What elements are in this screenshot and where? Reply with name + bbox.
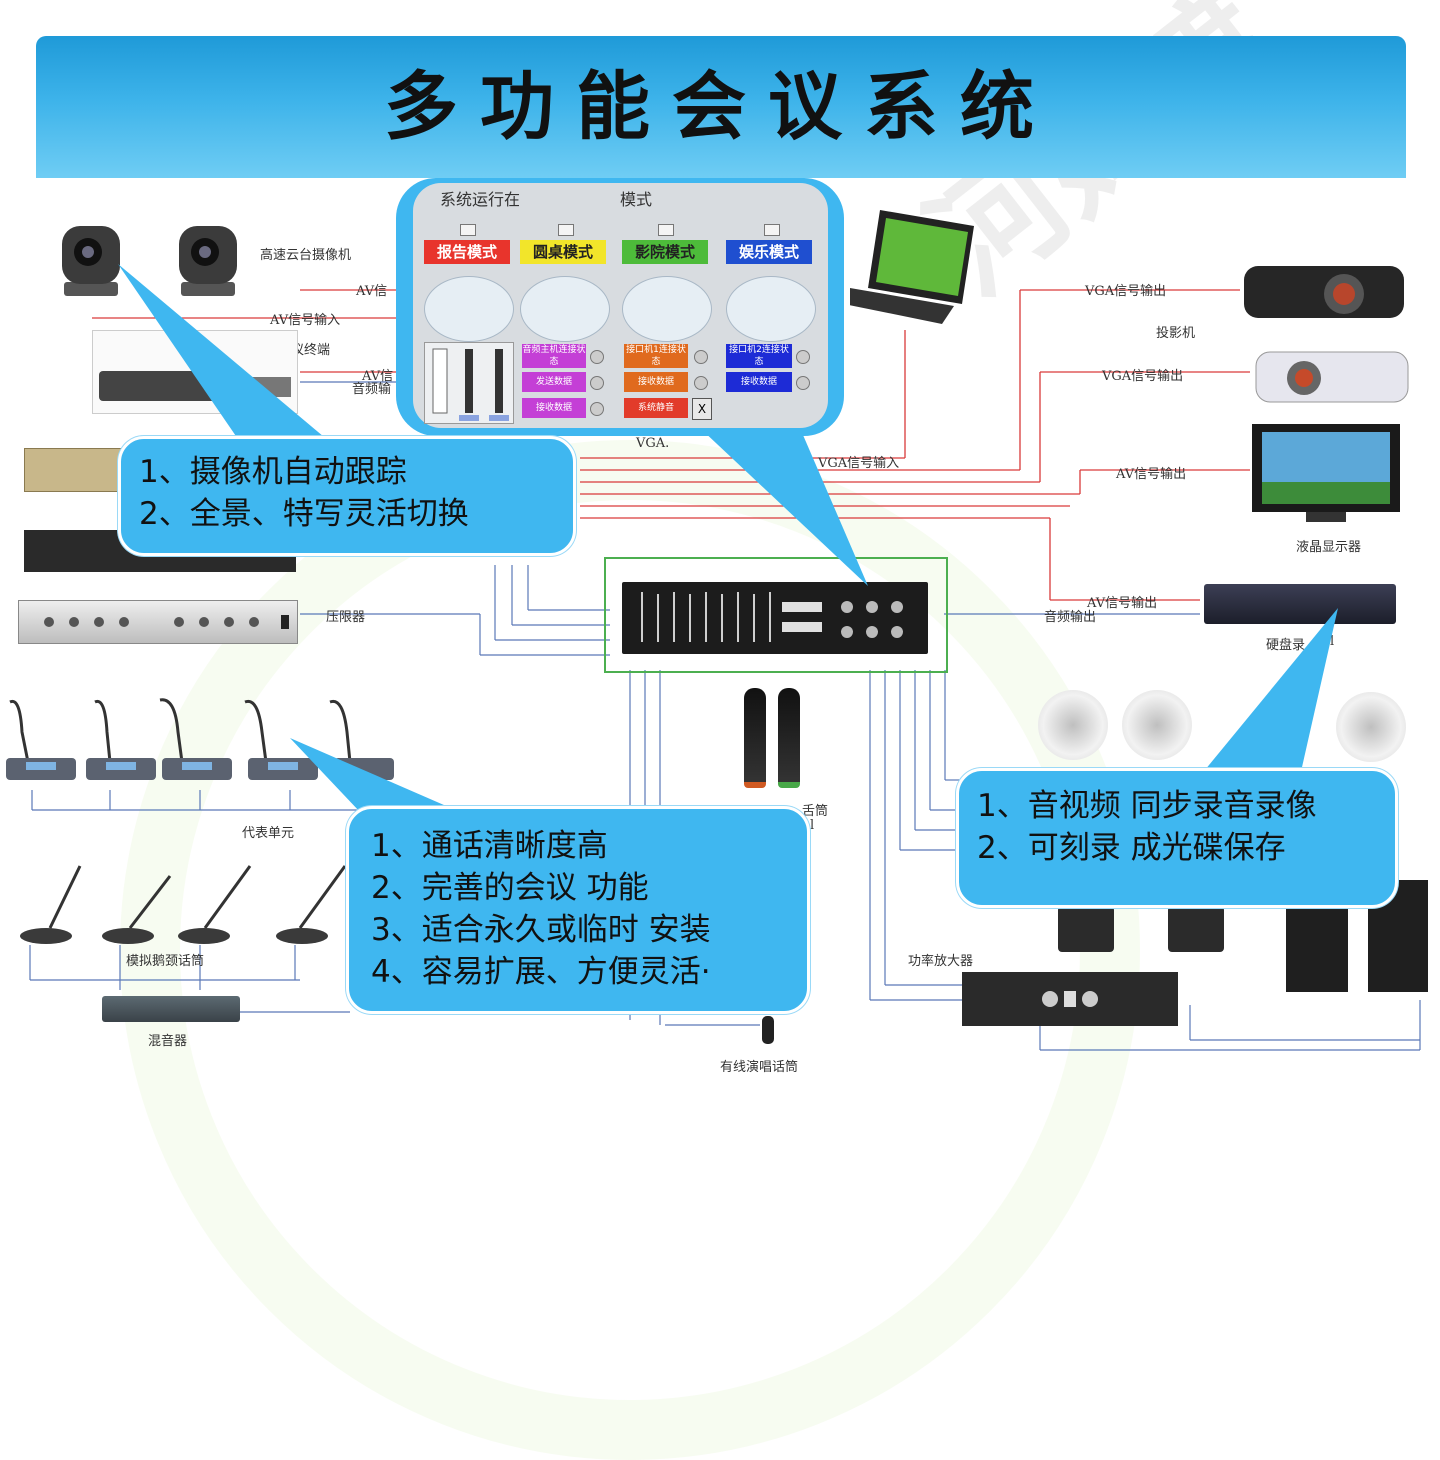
status-led: [796, 350, 810, 364]
label-power-amp: 功率放大器: [908, 954, 974, 969]
limiter-device: [18, 600, 298, 644]
pa-speaker-icon: [1286, 908, 1348, 992]
power-amplifier-device: [962, 972, 1178, 1026]
seating-layout-report: [424, 276, 514, 342]
projector-1-icon: [1240, 254, 1410, 324]
label-ptz-camera: 高速云台摄像机: [260, 248, 352, 263]
status-led: [796, 376, 810, 390]
callout-recorder-line-2: 2、可刻录 成光碟保存: [977, 830, 1286, 866]
mode-panel-header-left: 系统运行在: [440, 190, 521, 209]
slide-title: 多功能会议系统: [384, 64, 1056, 150]
label-wired-mic: 有线演唱话筒: [720, 1060, 799, 1075]
mode-button-report[interactable]: 报告模式: [424, 240, 510, 264]
callout-recorder: 1、音视频 同步录音录像 2、可刻录 成光碟保存: [956, 768, 1398, 908]
level-meters: [424, 342, 514, 424]
audio-matrix-device: [622, 582, 928, 654]
wired-mic-icon: [762, 1016, 774, 1044]
mode-button-cinema[interactable]: 影院模式: [622, 240, 708, 264]
status-led: [590, 376, 604, 390]
wireless-mic-icon: [778, 688, 800, 788]
label-audio-output: 音频输出: [1044, 610, 1097, 625]
callout-delegate-line-3: 3、适合永久或临时 安装: [371, 912, 711, 948]
label-vga-output-2: VGA信号输出: [1102, 369, 1184, 384]
callout-delegate-line-1: 1、通话清晰度高: [371, 828, 608, 864]
label-av-out-short: AV信: [362, 369, 394, 384]
mode-indicator: [764, 224, 780, 236]
label-vga-short: VGA.: [636, 436, 670, 451]
label-vga-output-1: VGA信号输出: [1085, 284, 1167, 299]
label-gooseneck-mic: 模拟鹅颈话筒: [126, 954, 205, 969]
seating-layout-roundtable: [520, 276, 610, 342]
status-led: [590, 402, 604, 416]
ceiling-speaker-icon: [1336, 692, 1406, 762]
callout-camera-line-2: 2、全景、特写灵活切换: [139, 496, 469, 532]
mode-button-entertainment[interactable]: 娱乐模式: [726, 240, 812, 264]
label-av-output-2: AV信号输出: [1087, 596, 1158, 611]
status-led: [694, 376, 708, 390]
label-wireless-frag-2: l: [810, 818, 815, 833]
callout-delegate-line-2: 2、完善的会议 功能: [371, 870, 649, 906]
label-dvr: 硬盘录: [1266, 638, 1306, 653]
ptz-camera-1-icon: [58, 222, 124, 298]
mode-indicator: [460, 224, 476, 236]
mode-panel-header-right: 模式: [620, 190, 653, 209]
status-led: [694, 350, 708, 364]
label-wireless-frag-1: 舌筒: [802, 804, 829, 819]
label-vga-input: VGA信号输入: [818, 456, 900, 471]
laptop-icon: [844, 206, 978, 324]
callout-delegate: 1、通话清晰度高 2、完善的会议 功能 3、适合永久或临时 安装 4、容易扩展、…: [346, 806, 810, 1014]
mode-indicator: [658, 224, 674, 236]
mixer-device: [102, 996, 240, 1022]
status-button[interactable]: 接收数据: [726, 372, 792, 392]
gooseneck-mics-icon: [10, 862, 350, 948]
callout-delegate-line-4: 4、容易扩展、方便灵活·: [371, 954, 711, 990]
label-audio-out-short: 音频输: [352, 382, 392, 397]
delegate-units-icon: [0, 692, 400, 792]
ceiling-speaker-icon: [1122, 690, 1192, 760]
lcd-display-icon: [1252, 424, 1400, 524]
callout-camera-line-1: 1、摄像机自动跟踪: [139, 454, 407, 490]
label-av-input: AV信号输入: [270, 313, 341, 328]
mode-button-roundtable[interactable]: 圆桌模式: [520, 240, 606, 264]
label-mixer: 混音器: [148, 1034, 188, 1049]
title-banner: [36, 36, 1406, 178]
label-av-output-1: AV信号输出: [1116, 467, 1187, 482]
label-dvr-tail: l: [1330, 634, 1335, 649]
close-icon[interactable]: X: [692, 398, 712, 420]
status-button[interactable]: 接口机2连接状态: [726, 344, 792, 368]
status-button[interactable]: 接收数据: [624, 372, 688, 392]
label-delegate-unit: 代表单元: [242, 826, 295, 841]
status-button[interactable]: 发送数据: [522, 372, 586, 392]
seating-layout-cinema: [622, 276, 712, 342]
ceiling-speaker-icon: [1038, 690, 1108, 760]
callout-camera: 1、摄像机自动跟踪 2、全景、特写灵活切换: [118, 436, 576, 556]
dvr-device: [1204, 584, 1396, 624]
status-led: [590, 350, 604, 364]
status-button[interactable]: 接收数据: [522, 398, 586, 418]
callout-recorder-line-1: 1、音视频 同步录音录像: [977, 788, 1317, 824]
label-lcd: 液晶显示器: [1296, 540, 1362, 555]
label-av-signal-top: AV信: [356, 284, 388, 299]
monitor-speaker-icon: [1168, 906, 1224, 952]
wireless-mic-icon: [744, 688, 766, 788]
status-button[interactable]: 音频主机连接状态: [522, 344, 586, 368]
status-button[interactable]: 系统静音: [624, 398, 688, 418]
monitor-speaker-icon: [1058, 906, 1114, 952]
callout-pointers: [118, 264, 1338, 812]
projector-2-icon: [1252, 344, 1412, 406]
status-button[interactable]: 接口机1连接状态: [624, 344, 688, 368]
label-limiter: 压限器: [326, 610, 366, 625]
mixer-highlight-box: [604, 557, 948, 673]
mode-indicator: [558, 224, 574, 236]
label-projector: 投影机: [1156, 326, 1196, 341]
seating-layout-entertainment: [726, 276, 816, 342]
ptz-camera-2-icon: [175, 222, 241, 298]
